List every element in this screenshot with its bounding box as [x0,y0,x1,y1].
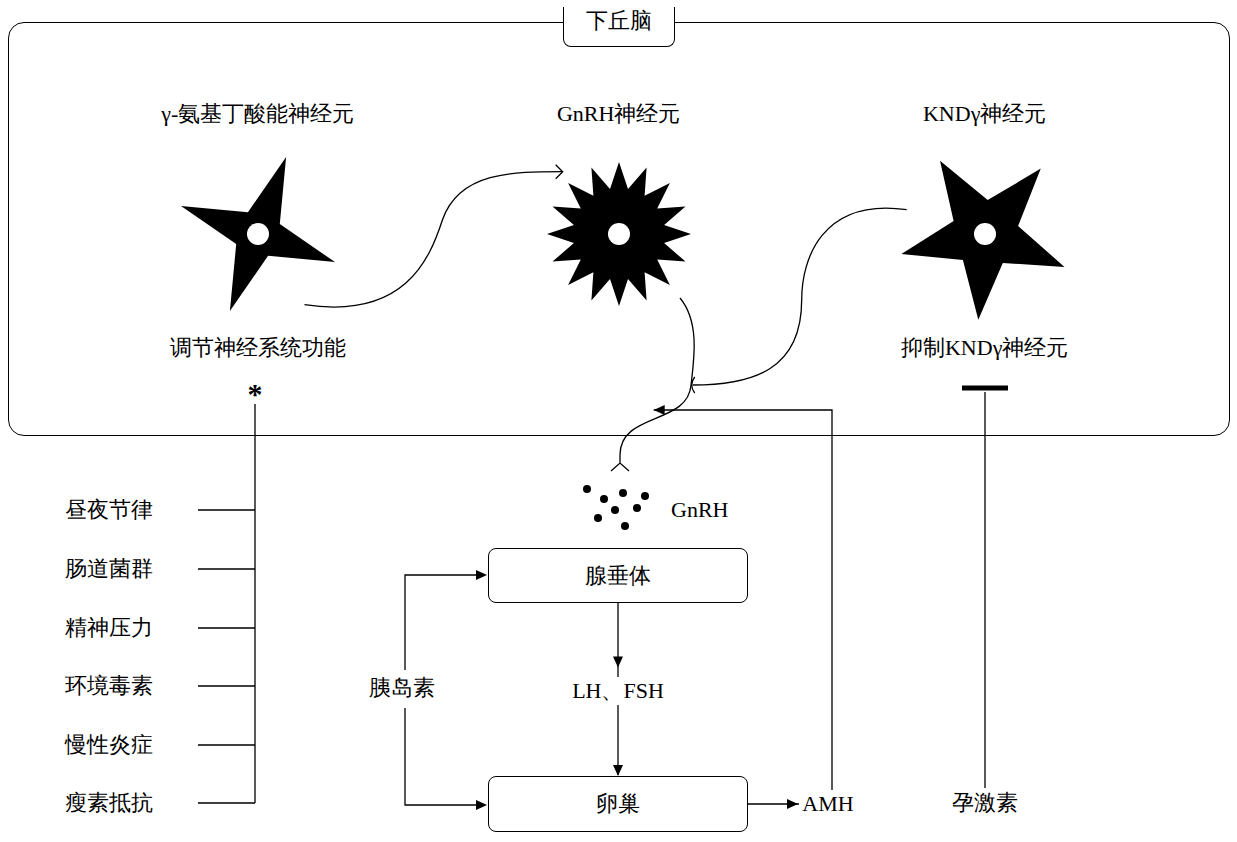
synapse-end [556,165,563,179]
neuron-star [549,128,689,334]
neuron-star [855,128,1115,334]
note-label: 肠道菌群 [62,555,156,583]
note-label: 昼夜节律 [62,496,156,524]
synapse-end [692,377,695,393]
note-label: 胰岛素 [366,674,438,702]
arrowhead [787,799,798,809]
connector [654,405,832,809]
edge-label: AMH [799,790,856,818]
kndy-neuron: KNDγ神经元抑制KNDγ神经元 [855,100,1115,362]
neuron-heading: KNDγ神经元 [923,100,1046,128]
hypothalamus-region: 下丘脑γ-氨基丁酸能神经元调节神经系统功能GnRH神经元KNDγ神经元抑制KND… [8,22,1230,436]
arrowhead [476,800,487,810]
gnrh-axon [620,298,694,455]
connector [692,208,907,393]
inhibit-line [984,392,985,788]
star-body [181,157,335,311]
arrowhead [613,657,623,668]
box-text: 腺垂体 [585,562,651,590]
neuron-caption: 调节神经系统功能 [170,334,346,362]
neuron-star [128,128,388,334]
process-box: 腺垂体 [488,548,748,603]
neuron-heading: γ-氨基丁酸能神经元 [161,100,354,128]
nucleus [608,223,630,245]
inhibit-bar [962,386,1008,391]
synapse-fork [611,455,629,471]
star-body [547,162,691,306]
nucleus [247,223,269,245]
gnrh-neuron: GnRH神经元 [549,100,689,334]
note-label: 孕激素 [949,789,1021,817]
star-area [549,128,689,334]
connector-line [304,172,562,307]
process-box: 卵巢 [488,776,748,832]
note-label: 环境毒素 [62,672,156,700]
star-area [128,128,388,334]
edge-label: LH、FSH [569,677,667,705]
factor-bracket [198,404,255,803]
note-label: GnRH [668,496,731,524]
note-label: 瘦素抵抗 [62,789,156,817]
note-label: 精神压力 [62,614,156,642]
asterisk-mark: * [245,380,266,408]
box-text: 卵巢 [596,790,640,818]
gaba-neuron: γ-氨基丁酸能神经元调节神经系统功能 [128,100,388,362]
leader-lines [198,298,985,805]
arrowhead [476,570,487,580]
connector-line [693,208,907,385]
neuron-caption: 抑制KNDγ神经元 [901,334,1068,362]
star-area [855,128,1115,334]
region-title: 下丘脑 [563,7,675,47]
arrowhead [613,765,623,776]
star-body [901,160,1064,319]
gnrh-dots [583,485,649,530]
note-label: 慢性炎症 [62,731,156,759]
neuron-heading: GnRH神经元 [557,100,680,128]
nucleus [974,223,996,245]
connector [304,165,562,307]
arrowhead [654,405,665,415]
connector-line [654,410,832,804]
